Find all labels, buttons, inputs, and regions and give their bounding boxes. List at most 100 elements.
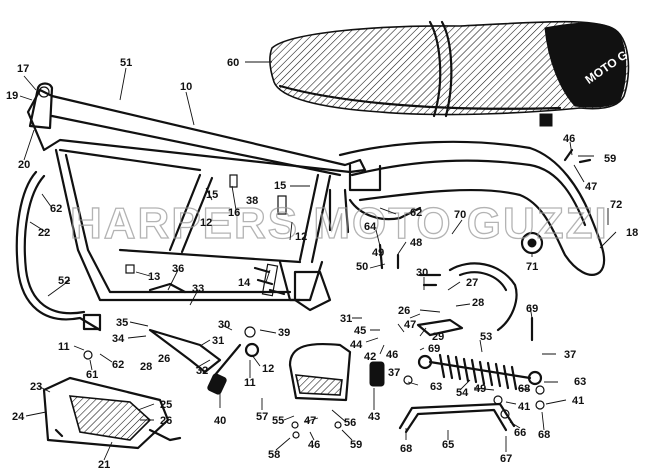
- part-label-p34: 34: [112, 333, 125, 345]
- part-label-p70: 70: [454, 209, 466, 221]
- part-label-p25: 25: [160, 399, 172, 411]
- part-label-p58: 58: [268, 449, 280, 461]
- part-label-p17: 17: [17, 63, 29, 75]
- part-label-p42: 42: [364, 351, 376, 363]
- part-label-p60: 60: [227, 57, 239, 69]
- part-label-p54: 54: [456, 387, 469, 399]
- center-stand: [398, 402, 516, 434]
- part-label-p26c: 26: [160, 415, 172, 427]
- part-label-p12a: 12: [200, 217, 212, 229]
- part-label-p23: 23: [30, 381, 42, 393]
- part-label-p68a: 68: [518, 383, 530, 395]
- part-label-p43: 43: [368, 411, 380, 423]
- part-label-p66: 66: [514, 427, 526, 439]
- part-label-p27: 27: [466, 277, 478, 289]
- part-label-p46a: 46: [563, 133, 575, 145]
- part-label-p11a: 11: [58, 341, 70, 353]
- part-label-p31b: 31: [212, 335, 224, 347]
- part-label-p49b: 49: [474, 383, 486, 395]
- footrest-hanger: [416, 231, 544, 337]
- part-label-p46c: 46: [308, 439, 320, 451]
- part-label-p20: 20: [18, 159, 30, 171]
- part-label-p53: 53: [480, 331, 492, 343]
- part-label-p57: 57: [256, 411, 268, 423]
- part-label-p62c: 62: [112, 359, 124, 371]
- part-label-p29: 29: [432, 331, 444, 343]
- part-label-p62b: 62: [410, 207, 422, 219]
- part-label-p65: 65: [442, 439, 454, 451]
- part-label-p71: 71: [526, 261, 538, 273]
- part-label-p18: 18: [626, 227, 638, 239]
- part-label-p69a: 69: [526, 303, 538, 315]
- leader-lines: [19, 61, 617, 461]
- part-label-p40: 40: [214, 415, 226, 427]
- rear-fender-subframe: [328, 140, 606, 276]
- part-label-p72: 72: [610, 199, 622, 211]
- part-label-p37b: 37: [388, 367, 400, 379]
- part-label-p69b: 69: [428, 343, 440, 355]
- part-label-p49a: 49: [372, 247, 384, 259]
- part-label-p59a: 59: [604, 153, 616, 165]
- part-label-p22: 22: [38, 227, 50, 239]
- part-label-p11b: 11: [244, 377, 256, 389]
- part-label-p55: 55: [272, 415, 284, 427]
- part-label-p52: 52: [58, 275, 70, 287]
- part-label-p47c: 47: [304, 415, 316, 427]
- part-label-p12b: 12: [295, 231, 307, 243]
- part-label-p56: 56: [344, 417, 356, 429]
- part-label-p44: 44: [350, 339, 363, 351]
- part-label-p41b: 41: [572, 395, 584, 407]
- part-label-p36: 36: [172, 263, 184, 275]
- part-label-p26b: 26: [158, 353, 170, 365]
- part-label-p13: 13: [148, 271, 160, 283]
- part-label-p15b: 15: [206, 189, 218, 201]
- part-label-p51: 51: [120, 57, 132, 69]
- part-label-p48a: 48: [410, 237, 422, 249]
- part-label-p28a: 28: [472, 297, 484, 309]
- part-label-p31a: 31: [340, 313, 352, 325]
- part-label-p15a: 15: [274, 180, 286, 192]
- part-label-p19: 19: [6, 90, 18, 102]
- part-label-p16: 16: [228, 207, 240, 219]
- part-label-p63b: 63: [574, 376, 586, 388]
- side-plate: [42, 376, 182, 450]
- part-label-p68c: 68: [538, 429, 550, 441]
- part-label-p46b: 46: [386, 349, 398, 361]
- shock-absorber: [417, 353, 543, 391]
- part-label-p37a: 37: [564, 349, 576, 361]
- part-label-p68b: 68: [400, 443, 412, 455]
- part-label-p28b: 28: [140, 361, 152, 373]
- part-label-p26a: 26: [398, 305, 410, 317]
- part-label-p63a: 63: [430, 381, 442, 393]
- part-label-p10: 10: [180, 81, 192, 93]
- battery-box: [288, 342, 352, 402]
- seat: [269, 20, 630, 127]
- part-label-p38: 38: [246, 195, 258, 207]
- part-label-p62a: 62: [50, 203, 62, 215]
- part-label-p32: 32: [196, 365, 208, 377]
- part-label-p33: 33: [192, 283, 204, 295]
- part-label-p50: 50: [356, 261, 368, 273]
- part-label-p41a: 41: [518, 401, 530, 413]
- part-label-p67: 67: [500, 453, 512, 465]
- part-label-p24: 24: [12, 411, 25, 423]
- part-label-p30a: 30: [416, 267, 428, 279]
- part-number-labels: 17 19 20 51 10 60 46 59 47 15 15 38 16 1…: [6, 57, 638, 471]
- part-label-p14: 14: [238, 277, 251, 289]
- part-label-p59b: 59: [350, 439, 362, 451]
- pedals-and-small-parts: [83, 148, 592, 439]
- part-label-p39: 39: [278, 327, 290, 339]
- part-label-p47a: 47: [585, 181, 597, 193]
- main-frame: [26, 82, 367, 302]
- crash-bars: [15, 170, 102, 332]
- part-label-p30b: 30: [218, 319, 230, 331]
- watermark-text: HARPERS MOTO GUZZI: [70, 199, 609, 248]
- part-label-p12c: 12: [262, 363, 274, 375]
- part-label-p45: 45: [354, 325, 366, 337]
- part-label-p47b: 47: [404, 319, 416, 331]
- part-label-p21: 21: [98, 459, 110, 471]
- part-label-p64: 64: [364, 221, 377, 233]
- part-label-p35: 35: [116, 317, 128, 329]
